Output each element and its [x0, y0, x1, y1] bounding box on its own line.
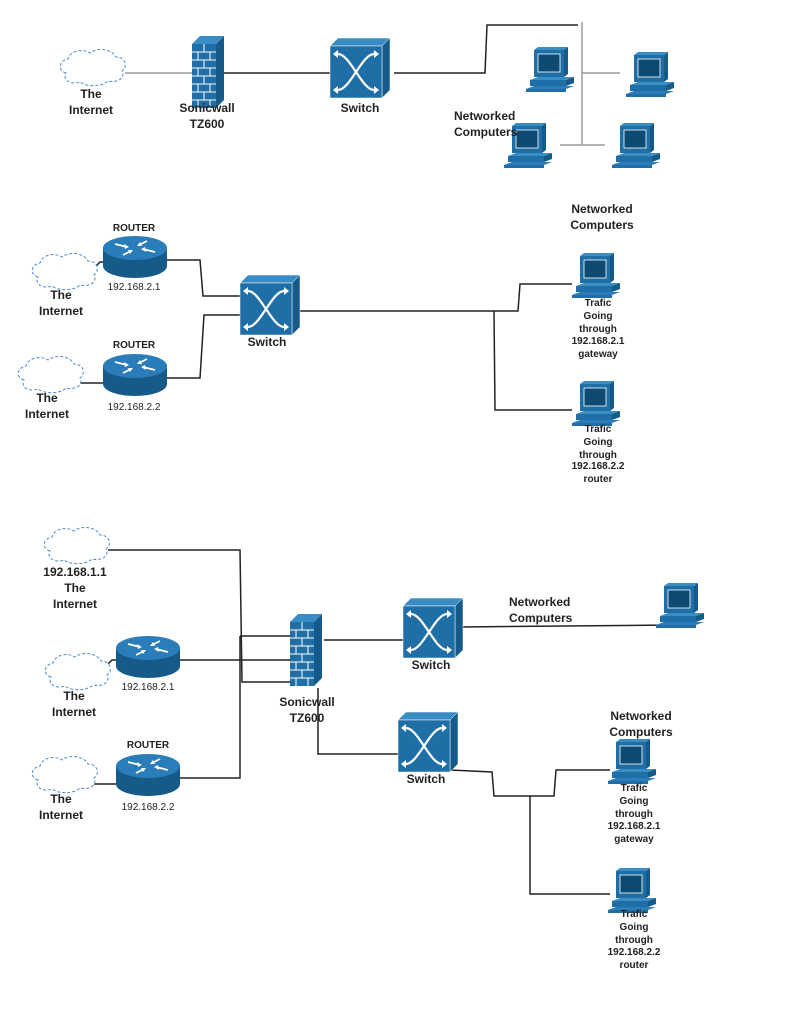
firewall-label-brand: Sonicwall [179, 101, 234, 115]
traffic-label-line2: Going [620, 796, 649, 807]
wire-router2-switch [166, 314, 240, 379]
traffic-label-line3: through [615, 809, 653, 820]
internet-cloud [17, 356, 84, 394]
computer-icon [611, 122, 661, 169]
traffic-label-line3: through [615, 935, 653, 946]
internet-label-the: The [64, 581, 86, 595]
switch-label: Switch [341, 101, 380, 115]
internet-label-the: The [63, 689, 85, 703]
computer-icon [571, 380, 621, 427]
router-icon [115, 753, 181, 797]
router-ip-label: 192.168.2.2 [108, 402, 161, 413]
wire-lan-down [529, 796, 610, 895]
internet-cloud [31, 756, 98, 794]
networked-label: Networked [454, 109, 515, 123]
networked-label: Networked [509, 595, 570, 609]
internet-label-internet: Internet [39, 304, 83, 318]
switch-label: Switch [248, 335, 287, 349]
wire-gateway-firewall [108, 549, 290, 683]
internet-label-the: The [50, 288, 72, 302]
firewall-icon [191, 35, 225, 109]
internet-label-internet: Internet [52, 705, 96, 719]
internet-label-the: The [50, 792, 72, 806]
router-ip-label: 192.168.2.1 [108, 282, 161, 293]
router-label: ROUTER [113, 223, 156, 234]
router-icon [102, 235, 168, 279]
firewall-icon [289, 613, 323, 687]
switch-icon [328, 36, 392, 100]
switch-icon [396, 710, 460, 774]
router-ip-label: 192.168.2.2 [122, 802, 175, 813]
computer-icon [607, 738, 657, 785]
computer-icon [625, 51, 675, 98]
internet-label-the: The [80, 87, 102, 101]
wire-switch-lan [298, 283, 572, 312]
networked-label: Networked [610, 709, 671, 723]
wire-router1-switch [165, 259, 240, 297]
networked-label: Networked [571, 202, 632, 216]
traffic-label-line4: 192.168.2.2 [608, 947, 661, 958]
computers-label: Computers [454, 125, 518, 139]
switch-icon [238, 273, 302, 337]
traffic-label-line3: through [579, 450, 617, 461]
wire-firewall-switch2 [317, 688, 398, 755]
traffic-label-line2: Going [584, 437, 613, 448]
internet-label-the: The [36, 391, 58, 405]
internet-cloud [43, 527, 110, 565]
traffic-label-line2: Going [584, 311, 613, 322]
traffic-label-line5: router [584, 474, 613, 485]
computer-icon [655, 582, 705, 629]
traffic-label-line2: Going [620, 922, 649, 933]
wire-router2-firewall [180, 636, 241, 779]
traffic-label-line1: Trafic [621, 783, 648, 794]
internet-cloud [59, 49, 126, 87]
router-label: ROUTER [113, 340, 156, 351]
router-label: ROUTER [127, 740, 170, 751]
firewall-label-brand: Sonicwall [279, 695, 334, 709]
wire-lan-down [493, 310, 572, 411]
firewall-label-model: TZ600 [190, 117, 225, 131]
computers-label: Computers [570, 218, 634, 232]
router-icon [115, 635, 181, 679]
internet-label-internet: Internet [69, 103, 113, 117]
traffic-label-line5: gateway [614, 834, 654, 845]
computers-label: Computers [609, 725, 673, 739]
firewall-label-model: TZ600 [290, 711, 325, 725]
diagram-sonicwall-dual-switch: 192.168.1.1 The Internet The Internet Th… [31, 527, 705, 971]
diagram-dual-router: The Internet The Internet ROUTER 192.168… [17, 202, 634, 485]
internet-cloud [44, 653, 111, 691]
router-icon [102, 353, 168, 397]
traffic-label-line5: router [620, 960, 649, 971]
internet-label-internet: Internet [25, 407, 69, 421]
traffic-label-line4: 192.168.2.1 [608, 821, 661, 832]
traffic-label-line3: through [579, 324, 617, 335]
wire-switch-lan [394, 24, 578, 74]
traffic-label-line1: Trafic [621, 909, 648, 920]
computer-icon [607, 867, 657, 914]
traffic-label-line5: gateway [578, 349, 618, 360]
computer-icon [525, 46, 575, 93]
gateway-ip-label: 192.168.1.1 [43, 565, 107, 579]
wire-switch2-lan [449, 769, 610, 797]
traffic-label-line4: 192.168.2.1 [572, 336, 625, 347]
computers-label: Computers [509, 611, 573, 625]
traffic-label-line1: Trafic [585, 424, 612, 435]
diagram-sonicwall-direct: The Internet Sonicwall TZ600 Switch Netw… [59, 22, 675, 169]
switch-label: Switch [407, 772, 446, 786]
internet-label-internet: Internet [39, 808, 83, 822]
computer-icon [571, 252, 621, 299]
traffic-label-line4: 192.168.2.2 [572, 461, 625, 472]
internet-label-internet: Internet [53, 597, 97, 611]
router-ip-label: 192.168.2.1 [122, 682, 175, 693]
internet-cloud [31, 253, 98, 291]
switch-label: Switch [412, 658, 451, 672]
traffic-label-line1: Trafic [585, 298, 612, 309]
switch-icon [401, 596, 465, 660]
